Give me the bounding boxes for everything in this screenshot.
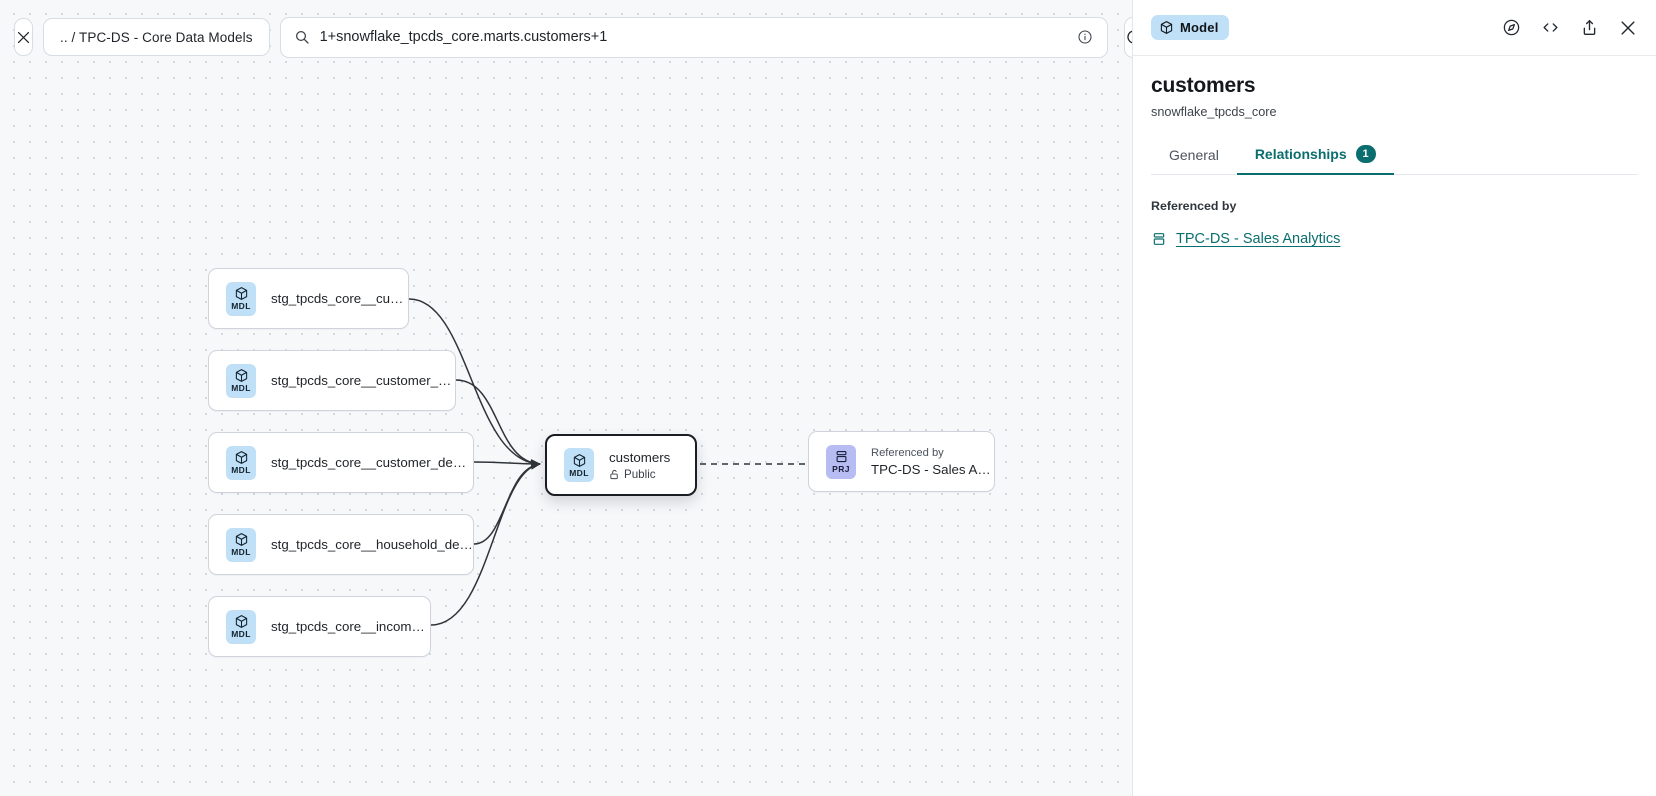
- cube-icon: [234, 532, 249, 547]
- refresh-button[interactable]: [1123, 16, 1132, 58]
- search-icon: [294, 29, 310, 45]
- graph-node[interactable]: MDL stg_tpcds_core__income_band: [208, 596, 431, 657]
- explore-icon[interactable]: [1502, 18, 1521, 37]
- model-kind-label: Model: [1180, 20, 1219, 35]
- node-title: stg_tpcds_core__income_band: [271, 619, 430, 634]
- model-type-badge: MDL: [226, 527, 256, 562]
- node-visibility: Public: [609, 468, 670, 481]
- badge-label: MDL: [231, 301, 251, 312]
- tab-general[interactable]: General: [1151, 147, 1237, 175]
- node-title: TPC-DS - Sales Analytics: [871, 461, 994, 477]
- referenced-by-label: Referenced by: [1151, 199, 1237, 213]
- close-lineage-button[interactable]: [14, 18, 33, 56]
- model-kind-badge: Model: [1151, 15, 1229, 40]
- model-type-badge: MDL: [226, 363, 256, 398]
- model-type-badge: MDL: [226, 609, 256, 644]
- search-input[interactable]: 1+snowflake_tpcds_core.marts.customers+1: [279, 16, 1108, 58]
- node-title: customers: [609, 449, 671, 465]
- referenced-by-link[interactable]: TPC-DS - Sales Analytics: [1176, 231, 1341, 247]
- cube-icon: [234, 368, 249, 383]
- graph-node-selected[interactable]: MDL customers Public: [545, 434, 697, 496]
- cube-icon: [234, 614, 249, 629]
- graph-node[interactable]: MDL stg_tpcds_core__customer_address: [208, 350, 456, 411]
- code-icon[interactable]: [1540, 18, 1561, 37]
- refresh-icon: [1125, 28, 1132, 46]
- tab-relationships[interactable]: Relationships 1: [1236, 145, 1394, 175]
- project-icon: [834, 449, 849, 464]
- tab-label: General: [1169, 147, 1219, 163]
- panel-title-block: customers snowflake_tpcds_core: [1133, 56, 1656, 119]
- search-value: 1+snowflake_tpcds_core.marts.customers+1: [319, 29, 608, 45]
- breadcrumb[interactable]: .. / TPC-DS - Core Data Models: [43, 18, 270, 56]
- project-type-badge: PRJ: [826, 444, 856, 479]
- badge-label: MDL: [231, 629, 251, 640]
- info-circle-icon[interactable]: [1077, 29, 1093, 45]
- graph-edges: [408, 298, 846, 626]
- share-icon[interactable]: [1580, 18, 1599, 37]
- node-title: stg_tpcds_core__customer_demogra…: [271, 455, 473, 470]
- list-item[interactable]: TPC-DS - Sales Analytics: [1151, 231, 1638, 247]
- tab-count-badge: 1: [1355, 145, 1376, 163]
- model-type-badge: MDL: [564, 448, 594, 482]
- model-type-badge: MDL: [226, 445, 256, 480]
- tab-label: Relationships: [1254, 146, 1347, 162]
- model-type-badge: MDL: [226, 281, 256, 316]
- cube-icon: [1159, 20, 1174, 35]
- close-icon: [15, 29, 32, 46]
- badge-label: MDL: [231, 383, 251, 394]
- graph-node[interactable]: MDL stg_tpcds_core__customer_demogra…: [208, 432, 474, 493]
- page-title: customers: [1151, 74, 1256, 97]
- graph-node-project[interactable]: PRJ Referenced by TPC-DS - Sales Analyti…: [808, 431, 995, 492]
- relationships-body: Referenced by TPC-DS - Sales Analytics: [1133, 175, 1656, 247]
- panel-actions: [1502, 18, 1638, 38]
- cube-icon: [572, 453, 587, 468]
- node-kicker: Referenced by: [871, 446, 944, 459]
- panel-tabs: General Relationships 1: [1151, 145, 1638, 175]
- graph-node[interactable]: MDL stg_tpcds_core__customer: [208, 268, 409, 329]
- close-icon[interactable]: [1618, 18, 1638, 38]
- node-title: stg_tpcds_core__household_demogr…: [271, 537, 473, 552]
- visibility-label: Public: [624, 467, 656, 481]
- graph-node[interactable]: MDL stg_tpcds_core__household_demogr…: [208, 514, 474, 575]
- panel-header: Model: [1133, 0, 1656, 56]
- canvas-toolbar: .. / TPC-DS - Core Data Models 1+snowfla…: [0, 0, 1132, 74]
- project-icon: [1151, 231, 1167, 247]
- badge-label: MDL: [569, 467, 589, 478]
- graph-canvas[interactable]: MDL stg_tpcds_core__customer MDL stg_tpc…: [0, 0, 1132, 796]
- panel-subtitle: snowflake_tpcds_core: [1151, 105, 1277, 119]
- details-panel: Model customers snowflake_tpcds_core Gen…: [1132, 0, 1656, 796]
- node-title: stg_tpcds_core__customer_address: [271, 373, 455, 388]
- cube-icon: [234, 450, 249, 465]
- node-title: stg_tpcds_core__customer: [271, 291, 408, 306]
- badge-label: PRJ: [832, 464, 850, 475]
- cube-icon: [234, 286, 249, 301]
- badge-label: MDL: [231, 547, 251, 558]
- lock-open-icon: [609, 469, 620, 480]
- badge-label: MDL: [231, 465, 251, 476]
